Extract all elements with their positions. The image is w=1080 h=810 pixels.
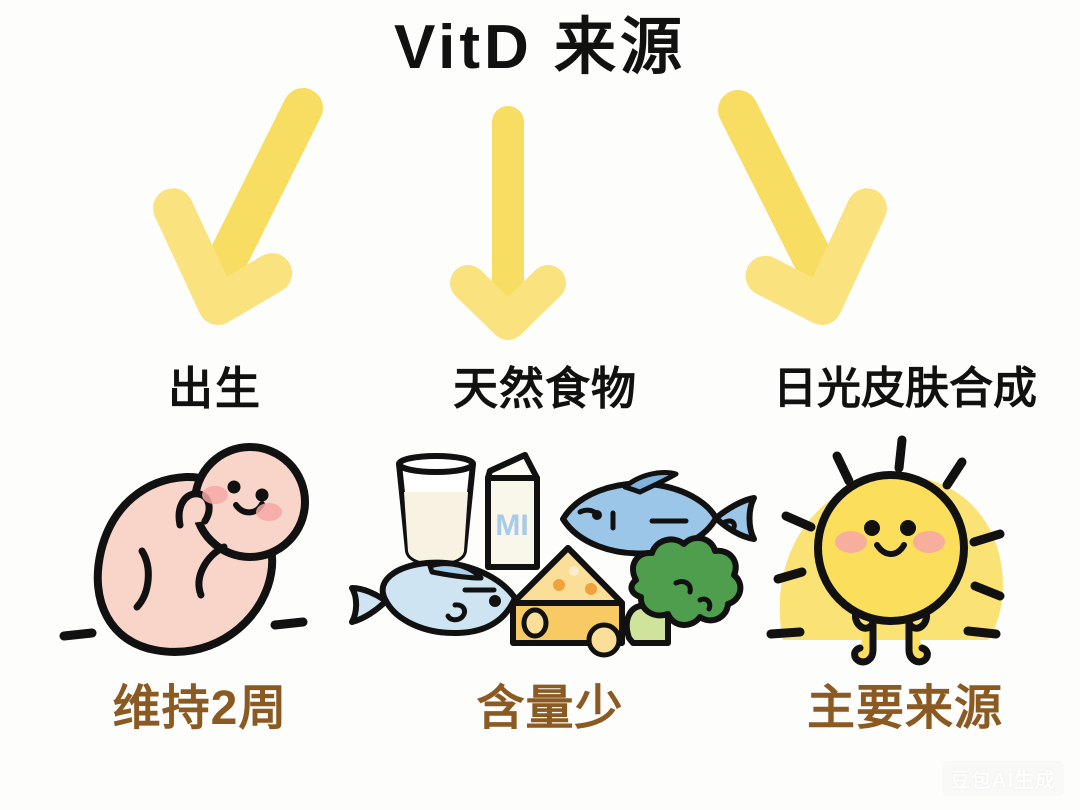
arrow-to-food — [450, 106, 566, 340]
sun-ray — [970, 581, 1005, 601]
fish-blue — [560, 470, 757, 557]
fetus-eye-left — [227, 480, 241, 494]
watermark: 豆包AI生成 — [942, 761, 1064, 796]
fetus-head-circle — [191, 443, 309, 561]
sun-ray — [766, 627, 805, 639]
sun-ray — [894, 435, 907, 473]
food-illustration: MI — [349, 452, 757, 658]
fetus-torso — [201, 466, 272, 546]
fetus-smile — [233, 501, 265, 516]
sun-ray — [963, 626, 1001, 639]
fish-light — [349, 559, 518, 637]
caption-sunlight: 主要来源 — [806, 682, 1003, 735]
milk-carton-label: MI — [495, 509, 528, 542]
fetus-body — [93, 472, 277, 656]
sun-ray — [969, 529, 1005, 547]
milk-carton: MI — [485, 452, 540, 570]
broccoli — [623, 534, 744, 646]
sun-glow — [779, 476, 1003, 640]
sun-blush-left — [835, 531, 867, 553]
fetus-blush-right — [256, 503, 282, 521]
fetus-eye-right — [255, 488, 269, 502]
page-title: VitD 来源 — [393, 13, 687, 82]
milk-glass — [396, 453, 476, 566]
section-label-food: 天然食物 — [452, 363, 637, 414]
motion-dash-right — [270, 617, 308, 630]
sun-arms — [852, 594, 930, 632]
sun-rays — [766, 435, 1005, 639]
fetus-arm — [195, 543, 228, 599]
sun-ray — [942, 457, 967, 490]
fetus-arm-nub — [175, 490, 213, 529]
sun-illustration — [766, 435, 1005, 666]
cheese-wedge — [510, 545, 625, 658]
section-label-sunlight: 日光皮肤合成 — [773, 364, 1037, 413]
arrow-to-sunlight — [718, 90, 887, 325]
sun-ray — [832, 451, 854, 486]
sun-eye-left — [864, 520, 880, 536]
sun-legs — [851, 596, 931, 666]
fetus-blush-left — [202, 486, 228, 504]
sun-blush-right — [913, 531, 945, 553]
sun-body — [814, 471, 968, 625]
motion-dash-left — [59, 628, 97, 641]
fetus-illustration — [59, 443, 309, 656]
caption-birth: 维持2周 — [112, 682, 288, 735]
sun-eye-right — [900, 520, 916, 536]
fetus-leg — [133, 547, 152, 611]
section-label-birth: 出生 — [167, 363, 262, 414]
sun-ray — [781, 511, 816, 532]
sun-smile — [874, 542, 907, 557]
sun-ray — [773, 567, 807, 584]
arrow-to-birth — [153, 88, 323, 325]
caption-food: 含量少 — [476, 682, 624, 735]
